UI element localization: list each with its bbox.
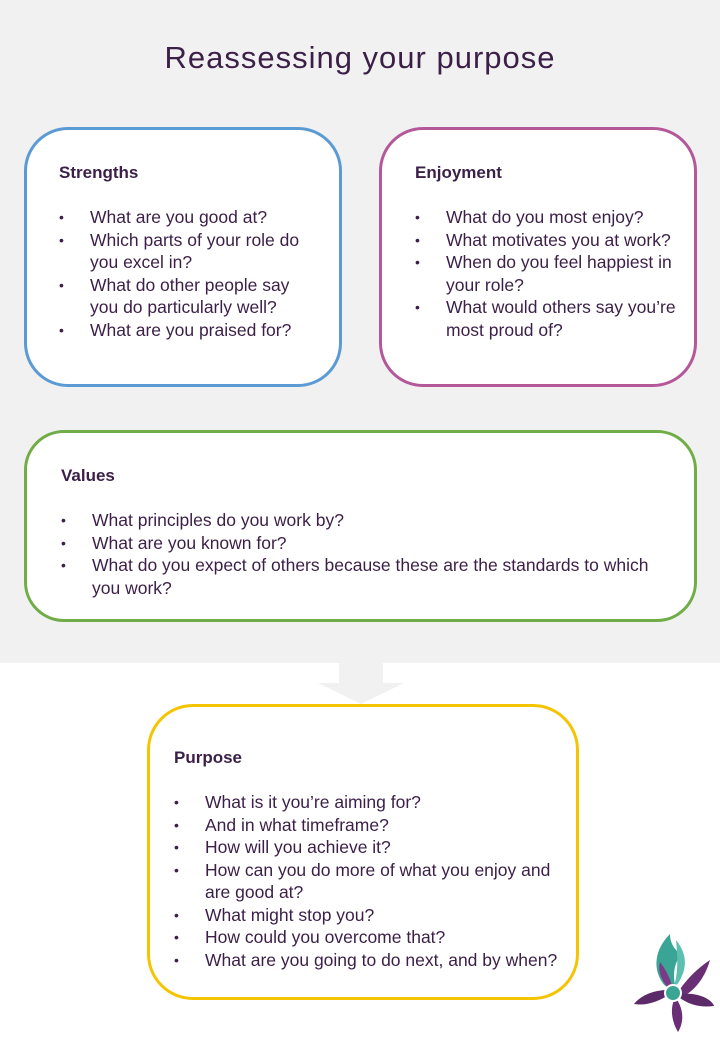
list-item: •What do other people say you do particu… bbox=[59, 274, 290, 318]
down-arrow-icon bbox=[318, 662, 404, 704]
list-item: •And in what timeframe? bbox=[174, 814, 389, 835]
list-item: •What are you known for? bbox=[61, 532, 287, 553]
list-item: •What motivates you at work? bbox=[415, 229, 671, 250]
values-heading: Values bbox=[61, 466, 115, 485]
list-item: •What would others say you’re most proud… bbox=[415, 297, 676, 340]
list-item: •What might stop you? bbox=[174, 904, 375, 925]
bullet: • bbox=[59, 321, 64, 338]
flower-logo-icon bbox=[634, 934, 714, 1032]
purpose-card: Purpose •What is it you’re aiming for? •… bbox=[147, 704, 579, 1000]
bullet: • bbox=[174, 929, 179, 945]
list-item: •How can you do more of what you enjoy a… bbox=[174, 859, 551, 903]
values-list: •What principles do you work by? •What a… bbox=[61, 509, 651, 599]
enjoyment-card: Enjoyment •What do you most enjoy? •What… bbox=[379, 127, 697, 387]
list-item: •How will you achieve it? bbox=[174, 837, 391, 857]
bullet: • bbox=[174, 861, 179, 878]
bullet: • bbox=[415, 254, 420, 270]
strengths-card: Strengths •What are you good at? •Which … bbox=[24, 127, 342, 387]
enjoyment-list: •What do you most enjoy? •What motivates… bbox=[415, 206, 677, 341]
page-title: Reassessing your purpose bbox=[164, 40, 556, 75]
strengths-list: •What are you good at? •Which parts of y… bbox=[59, 206, 321, 341]
bullet: • bbox=[415, 299, 420, 315]
bullet: • bbox=[174, 951, 179, 968]
bullet: • bbox=[174, 906, 179, 923]
list-item: •What are you going to do next, and by w… bbox=[174, 949, 558, 970]
bullet: • bbox=[59, 209, 64, 225]
list-item: •What principles do you work by? bbox=[61, 510, 344, 530]
bullet: • bbox=[174, 794, 179, 810]
purpose-list: •What is it you’re aiming for? •And in w… bbox=[174, 791, 559, 971]
bullet: • bbox=[61, 557, 66, 573]
list-item: •What is it you’re aiming for? bbox=[174, 792, 421, 812]
list-item: •What are you praised for? bbox=[59, 319, 292, 340]
list-item: •Which parts of your role do you excel i… bbox=[59, 229, 300, 273]
list-item: •When do you feel happiest in your role? bbox=[415, 252, 672, 295]
list-item: •What do you most enjoy? bbox=[415, 207, 644, 227]
list-item: •What do you expect of others because th… bbox=[61, 555, 649, 598]
list-item: •What are you good at? bbox=[59, 207, 268, 227]
list-item: •How could you overcome that? bbox=[174, 927, 446, 947]
values-card: Values •What principles do you work by? … bbox=[24, 430, 697, 622]
bullet: • bbox=[59, 276, 64, 293]
bullet: • bbox=[174, 839, 179, 855]
purpose-heading: Purpose bbox=[174, 748, 243, 767]
bullet: • bbox=[415, 209, 420, 225]
bullet: • bbox=[174, 816, 179, 833]
bullet: • bbox=[61, 512, 66, 528]
bullet: • bbox=[61, 534, 66, 551]
bullet: • bbox=[59, 231, 64, 248]
strengths-heading: Strengths bbox=[59, 163, 139, 182]
bullet: • bbox=[415, 231, 420, 248]
enjoyment-heading: Enjoyment bbox=[415, 163, 502, 182]
